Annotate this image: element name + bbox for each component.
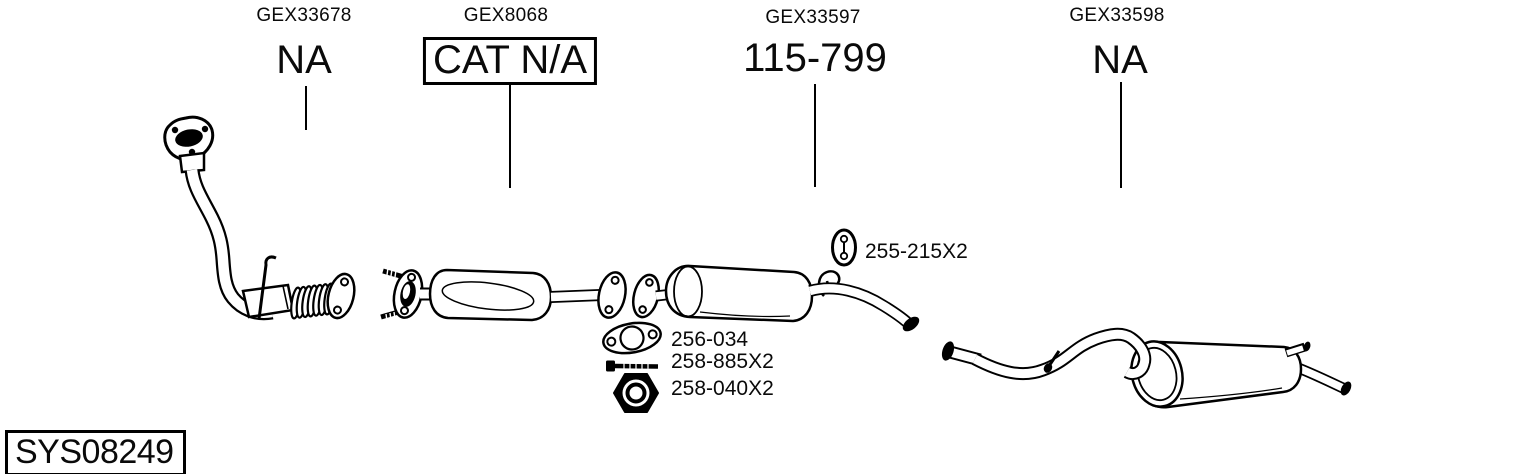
oe-ref-label-centre-silencer: GEX33597 [765, 7, 861, 28]
fitment-label-rear-silencer: NA [1092, 38, 1148, 82]
rear-connect-pipe-fill [972, 329, 1150, 379]
system-code-badge: SYS08249 [5, 430, 186, 474]
hanger-rod [257, 255, 277, 320]
centre-silencer-drawing [631, 264, 920, 332]
fitment-label-centre-silencer: 115-799 [743, 36, 887, 80]
oe-ref-label-rear-silencer: GEX33598 [1069, 5, 1165, 26]
nut-icon [613, 373, 659, 413]
leader-lines [305, 82, 1122, 188]
rear-silencer-contour [1179, 387, 1283, 400]
cat-outlet-fill [550, 290, 602, 302]
bolt-hole [201, 125, 209, 133]
rear-stub-end [941, 341, 955, 361]
rear-bracket-fill [1286, 345, 1304, 356]
bolt-icon [606, 360, 659, 372]
rear-hanger-pin-head [1043, 363, 1053, 373]
cat-body [428, 268, 553, 322]
centre-silencer-body [664, 264, 814, 323]
rubber-hanger-icon [831, 228, 857, 267]
oe-ref-label-front-pipe: GEX33678 [256, 5, 352, 26]
bolt-hole [171, 126, 179, 134]
rear-stub-fill [948, 347, 982, 365]
rear-silencer-drawing [941, 327, 1352, 409]
part-ref-nut: 258-040X2 [671, 377, 774, 400]
centre-outlet-fill [808, 284, 914, 329]
part-ref-bolt: 258-885X2 [671, 350, 774, 373]
part-ref-gasket: 256-034 [671, 328, 749, 351]
flange-port [175, 129, 203, 147]
fitment-label-front-pipe: NA [276, 38, 332, 82]
cat-inlet-flange [392, 269, 424, 319]
front-pipe-flange [326, 272, 356, 320]
rear-bracket-end [1303, 341, 1311, 352]
rear-hanger-pin [1047, 350, 1061, 367]
part-ref-rubber-hanger: 255-215X2 [865, 240, 968, 263]
centre-silencer-endcap [673, 265, 703, 318]
sleeve-seam [282, 285, 289, 310]
centre-outlet-end [902, 316, 920, 332]
gasket-icon [602, 321, 662, 355]
oe-ref-label-catalyst: GEX8068 [463, 5, 549, 26]
down-pipe-fill [186, 169, 273, 318]
centre-silencer-contour [699, 311, 791, 318]
flange-collar [178, 151, 206, 174]
tail-pipe-end [1340, 381, 1352, 396]
catalytic-converter-drawing [380, 267, 627, 322]
cat-body-contour [441, 281, 535, 311]
fitment-label-catalyst: CAT N/A [422, 37, 598, 85]
front-pipe-drawing [163, 115, 356, 321]
cat-outlet-flange [597, 271, 627, 319]
